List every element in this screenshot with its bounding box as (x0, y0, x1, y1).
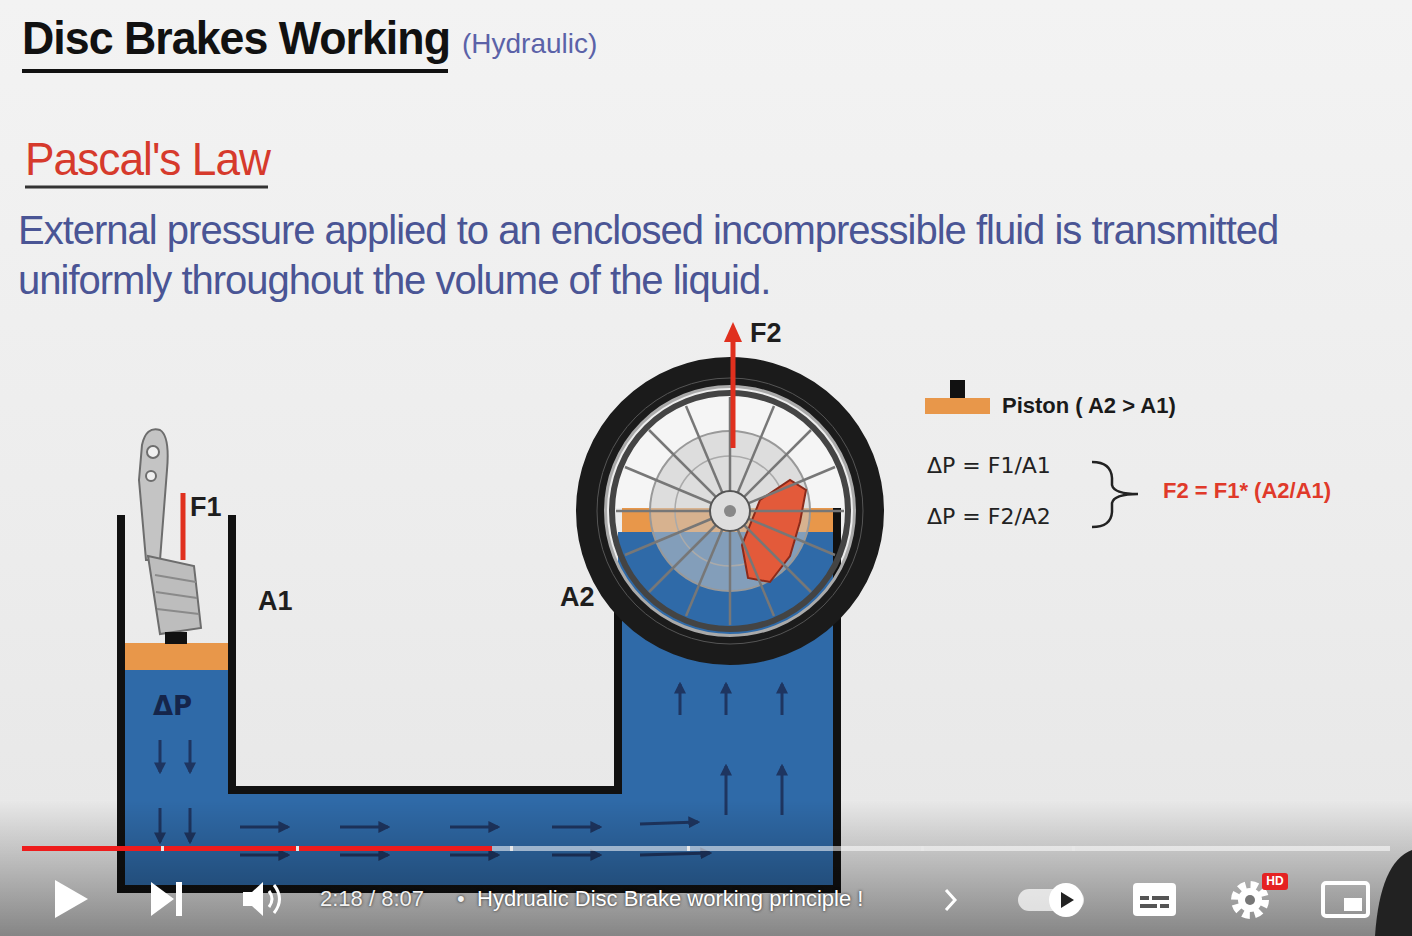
chevron-icon (946, 890, 955, 910)
master-piston (125, 643, 228, 670)
force-line (181, 493, 186, 560)
force-arrowhead (724, 322, 742, 342)
captions-icon (1133, 883, 1176, 916)
presenter-shoulder (1375, 850, 1412, 936)
next-icon (151, 882, 182, 916)
video-time: 2:18 / 8:07 (320, 886, 424, 911)
play-icon (55, 880, 88, 918)
settings-icon (1235, 885, 1265, 915)
page-title: Disc Brakes Working (22, 12, 450, 65)
result-equation: F2 = F1* (A2/A1) (1163, 478, 1331, 503)
section-heading: Pascal's Law (25, 133, 270, 186)
law-statement: External pressure applied to an enclosed… (18, 205, 1280, 305)
miniplayer-icon (1323, 883, 1368, 916)
player-shade (0, 800, 1412, 936)
equation: ΔP = F2/A2 (927, 504, 1051, 529)
force-label: F1 (190, 492, 222, 523)
chapter-gaps (161, 846, 1075, 851)
brake-pedal (139, 429, 201, 644)
video-title: Hydrualic Disc Brake working principle ! (477, 886, 863, 911)
piston-symbol (925, 380, 990, 414)
separator-dot: • (457, 886, 465, 911)
wheel (590, 371, 870, 651)
heading-underline (25, 186, 268, 189)
brace (1092, 462, 1138, 527)
legend-text: Piston ( A2 > A1) (1002, 393, 1176, 418)
area-label: A1 (258, 586, 293, 617)
force-line (731, 338, 736, 448)
progress-played (22, 846, 492, 851)
area-label: A2 (560, 582, 595, 613)
force-label: F2 (750, 318, 782, 349)
equation: ΔP = F1/A1 (927, 453, 1051, 478)
subtitle: (Hydraulic) (462, 28, 597, 60)
hd-badge (1262, 873, 1288, 890)
title-underline (22, 69, 448, 73)
pressure-label: ΔP (153, 692, 192, 722)
container-wall (232, 515, 618, 790)
autoplay-toggle (1018, 883, 1084, 917)
hd-text: HD (1262, 874, 1288, 889)
progress-track (22, 846, 1390, 851)
volume-icon (243, 882, 280, 916)
